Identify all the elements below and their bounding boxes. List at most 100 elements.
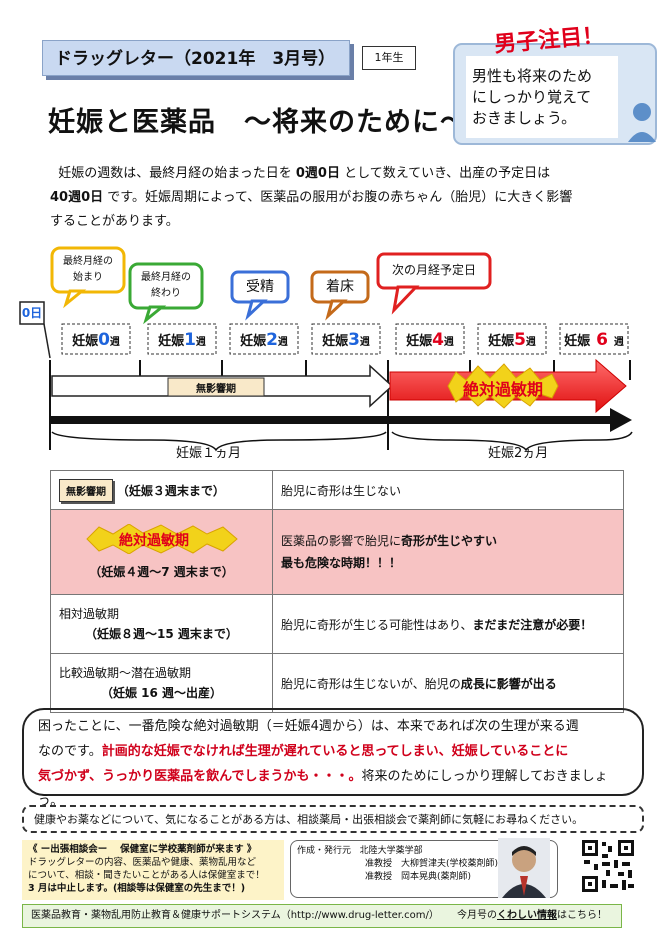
table-row: 無影響期 （妊娠３週末まで） 胎児に奇形は生じない	[50, 470, 624, 510]
week-label-0: 妊娠0週	[62, 330, 130, 350]
week-post: 週	[277, 337, 288, 348]
week-pre: 妊娠	[240, 334, 267, 349]
bubble-fertilization	[230, 270, 290, 321]
table-cell: 絶対過敏期 （妊娠４週～7 週末まで）	[50, 509, 273, 595]
bubble-period-end	[128, 262, 204, 325]
male-note-line: おきましょう。	[472, 109, 577, 127]
critical-burst-icon	[85, 523, 238, 555]
day0-label: 0日	[21, 306, 43, 320]
no-effect-label: 無影響期	[196, 384, 236, 395]
qr-code-icon[interactable]	[580, 838, 636, 894]
bubble-implantation	[310, 270, 370, 321]
week-post: 週	[525, 337, 536, 348]
warning-emph: 計画的な妊娠でなければ生理が遅れていると思ってしまい、妊娠していることに	[101, 744, 569, 759]
week-num: 1	[184, 330, 196, 350]
cell-emph: 最も危険な時期！！！	[281, 556, 402, 570]
intro-emph: 40週0日	[50, 190, 104, 205]
sensitivity-table: 無影響期 （妊娠３週末まで） 胎児に奇形は生じない 絶対過敏期 （妊娠４週～7 …	[50, 470, 624, 713]
author-person: 准教授 岡本晃典(薬剤師)	[365, 872, 472, 882]
table-cell: 相対過敏期 （妊娠８週～15 週末まで）	[50, 594, 273, 654]
table-row: 絶対過敏期 （妊娠４週～7 週末まで） 医薬品の影響で胎児に奇形が生じやすい 最…	[50, 509, 624, 595]
bubble-text: 最終月経の	[63, 256, 113, 267]
author-box: 作成・発行元 北陸大学薬学部 准教授 大柳賀津夫(学校薬剤師) 准教授 岡本晃典…	[290, 840, 558, 898]
bubble-text: 着床	[326, 279, 354, 295]
monitor-illustration	[453, 43, 657, 145]
bubble-period-start	[50, 246, 126, 309]
week-label-1: 妊娠1週	[148, 330, 216, 350]
cell-text: 胎児に奇形が生じる可能性はあり、	[281, 617, 473, 632]
male-note-line: 男性も将来のため	[472, 67, 593, 85]
footer-text: はこちら！	[557, 910, 607, 921]
table-row: 比較過敏期～潜在過敏期 （妊娠 16 週～出産） 胎児に奇形は生じないが、胎児の…	[50, 653, 624, 713]
male-attention-note: 男子注目！ 男性も将来のため にしっかり覚えて おきましょう。	[448, 23, 670, 154]
month1-label: 妊娠１ヵ月	[176, 446, 242, 461]
consult-title: 《 ー出張相談会ー 保健室に学校薬剤師が来ます 》	[28, 844, 257, 855]
intro-text-part: として数えていき、出産の予定日は	[339, 166, 551, 181]
week-label-3: 妊娠3週	[312, 330, 380, 350]
week-pre: 妊娠	[72, 334, 99, 349]
consult-text: について、相談・聞きたいことがある人は保健室まで！	[28, 870, 265, 881]
author-person: 准教授 大柳賀津夫(学校薬剤師)	[365, 859, 499, 869]
bubble-text: 始まり	[73, 272, 103, 283]
intro-text-part: することがあります。	[50, 214, 179, 229]
warning-emph: 気づかず、うっかり医薬品を飲んでしまうかも・・・。	[38, 769, 362, 784]
week-num: 6	[590, 330, 614, 350]
week-post: 週	[109, 337, 120, 348]
cell-text: 医薬品の影響で胎児に	[281, 534, 402, 548]
consult-box: 《 ー出張相談会ー 保健室に学校薬剤師が来ます 》 ドラッグレターの内容、医薬品…	[22, 840, 284, 900]
time-axis-arrow	[50, 408, 632, 432]
author-label: 作成・発行元	[297, 846, 352, 856]
warning-box: 困ったことに、一番危険な絶対過敏期（＝妊娠4週から）は、本来であれば次の生理が来…	[22, 708, 644, 809]
no-effect-tag	[167, 377, 265, 397]
intro-text: 妊娠の週数は、最終月経の始まった日を 0週0日 として数えていき、出産の予定日は…	[50, 162, 640, 234]
period-name: 相対過敏期	[59, 607, 120, 621]
period-range: （妊娠８週～15 週末まで）	[85, 627, 238, 641]
table-cell: 胎児に奇形は生じないが、胎児の成長に影響が出る	[272, 653, 624, 713]
critical-burst	[447, 363, 559, 409]
consult-notice: 健康やお薬などについて、気になることがある方は、相談薬局・出張相談会で薬剤師に気…	[22, 805, 644, 833]
consult-text: 3 月は中止します。(相談等は保健室の先生まで！)	[28, 883, 246, 894]
week-num: 0	[98, 330, 110, 350]
footer-text: 今月号の	[457, 910, 497, 921]
newsletter-header: ドラッグレター（2021年 3月号）	[42, 40, 350, 76]
bubble-text: 次の月経予定日	[391, 263, 476, 277]
bubble-text: 終わり	[151, 288, 181, 299]
no-effect-tag: 無影響期	[59, 478, 113, 502]
footer-bar: 医薬品教育・薬物乱用防止教育＆健康サポートシステム（http://www.dru…	[22, 904, 622, 928]
week-num: 4	[432, 330, 444, 350]
week-post: 週	[613, 337, 624, 348]
intro-text-part: 妊娠の週数は、最終月経の始まった日を	[58, 166, 296, 181]
week-post: 週	[443, 337, 454, 348]
month2-brace	[391, 431, 633, 452]
table-cell: 胎児に奇形は生じない	[272, 470, 624, 510]
period-range: （妊娠 16 週～出産）	[100, 686, 223, 700]
footer-system-link[interactable]: 医薬品教育・薬物乱用防止教育＆健康サポートシステム（http://www.dru…	[31, 910, 439, 921]
consult-text: ドラッグレターの内容、医薬品や健康、薬物乱用など	[28, 857, 257, 868]
page-title: 妊娠と医薬品 ～将来のために～	[48, 107, 468, 138]
week-num: 2	[266, 330, 278, 350]
person-body-icon	[628, 132, 656, 142]
period-range: （妊娠３週末まで）	[116, 483, 225, 498]
week-label-5: 妊娠5週	[478, 330, 546, 350]
intro-emph: 0週0日	[295, 166, 340, 181]
warning-text: なのです。	[38, 744, 102, 759]
week-post: 週	[359, 337, 370, 348]
period-range: （妊娠４週～7 週末まで）	[89, 565, 234, 579]
warning-text: 困ったことに、一番危険な絶対過敏期（＝妊娠4週から）は、本来であれば次の生理が来…	[38, 719, 579, 734]
timeline-graphic	[19, 246, 633, 452]
table-cell: 医薬品の影響で胎児に奇形が生じやすい 最も危険な時期！！！	[272, 509, 624, 595]
week-num: 3	[348, 330, 360, 350]
week-pre: 妊娠	[406, 334, 433, 349]
table-row: 相対過敏期 （妊娠８週～15 週末まで） 胎児に奇形が生じる可能性はあり、まだま…	[50, 594, 624, 654]
cell-emph: 奇形が生じやすい	[401, 534, 498, 548]
week-num: 5	[514, 330, 526, 350]
week-boxes	[61, 323, 629, 355]
week-label-2: 妊娠2週	[230, 330, 298, 350]
month1-brace	[51, 431, 387, 452]
cell-emph: まだまだ注意が必要！	[472, 617, 593, 632]
week-pre: 妊娠	[488, 334, 515, 349]
details-link[interactable]: くわしい情報	[497, 910, 557, 921]
week-pre: 妊娠	[564, 334, 591, 349]
day0-box	[19, 301, 45, 325]
cell-emph: 成長に影響が出る	[460, 676, 557, 691]
